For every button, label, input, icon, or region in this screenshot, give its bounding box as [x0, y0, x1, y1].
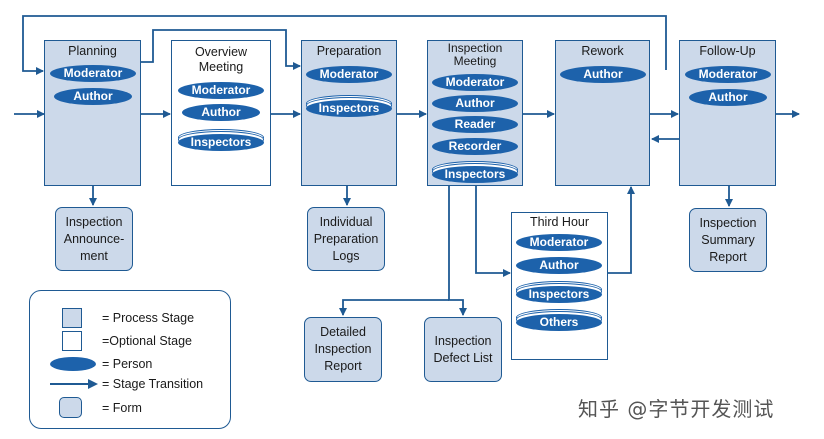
- person-moderator: Moderator: [516, 234, 602, 251]
- stage-inspection-meeting: Inspection Meeting Moderator Author Read…: [427, 40, 523, 186]
- stage-planning-title: Planning: [68, 44, 117, 58]
- others-label: Others: [516, 314, 602, 331]
- legend: = Process Stage =Optional Stage = Person…: [29, 290, 231, 429]
- legend-process-stage: = Process Stage: [30, 307, 230, 329]
- inspectors-group: Inspectors: [178, 129, 264, 151]
- inspectors-group: Inspectors: [306, 95, 392, 117]
- form-defect-list: Inspection Defect List: [424, 317, 502, 382]
- form-inspection-announcement: Inspection Announce-ment: [55, 207, 133, 271]
- form-summary-report: Inspection Summary Report: [689, 208, 767, 272]
- arrow-planning-to-preparation-bypass: [141, 29, 301, 70]
- arrow-inspection-to-defect-list: [448, 186, 467, 316]
- stage-overview-meeting: Overview Meeting Moderator Author Inspec…: [171, 40, 271, 186]
- stage-planning: Planning Moderator Author: [44, 40, 141, 186]
- stage-followup-title: Follow-Up: [699, 44, 756, 58]
- stage-inspection-title: Inspection Meeting: [447, 41, 503, 68]
- legend-form-text: = Form: [102, 401, 142, 415]
- person-author: Author: [432, 95, 518, 112]
- person-author: Author: [182, 104, 260, 121]
- legend-optional-stage-text: =Optional Stage: [102, 334, 192, 348]
- stage-rework-title: Rework: [581, 44, 624, 58]
- form-detailed-report: Detailed Inspection Report: [304, 317, 382, 382]
- person-author: Author: [560, 66, 646, 83]
- person-moderator: Moderator: [685, 66, 771, 83]
- legend-optional-stage: =Optional Stage: [30, 330, 230, 352]
- inspectors-label: Inspectors: [178, 134, 264, 151]
- person-recorder: Recorder: [432, 138, 518, 155]
- optional-stage-swatch: [62, 331, 82, 351]
- arrow-inspection-to-third-hour: [475, 186, 511, 277]
- watermark-text: 知乎 @字节开发测试: [578, 397, 775, 421]
- form-swatch: [59, 397, 82, 418]
- form-preparation-logs: Individual Preparation Logs: [307, 207, 385, 271]
- process-stage-swatch: [62, 308, 82, 328]
- others-group: Others: [516, 309, 602, 331]
- inspectors-group: Inspectors: [432, 161, 518, 183]
- person-author: Author: [689, 89, 767, 106]
- stage-third-hour: Third Hour Moderator Author Inspectors O…: [511, 212, 608, 360]
- legend-transition-text: = Stage Transition: [102, 377, 204, 391]
- inspectors-label: Inspectors: [432, 166, 518, 183]
- person-moderator: Moderator: [306, 66, 392, 83]
- legend-person-text: = Person: [102, 357, 153, 371]
- stage-overview-title: Overview Meeting: [194, 45, 248, 74]
- stage-follow-up: Follow-Up Moderator Author: [679, 40, 776, 186]
- inspectors-group: Inspectors: [516, 281, 602, 303]
- arrow-third-hour-to-rework: [608, 186, 635, 274]
- legend-stage-transition: = Stage Transition: [30, 373, 230, 395]
- inspectors-label: Inspectors: [516, 286, 602, 303]
- arrow-icon: [50, 379, 98, 389]
- stage-rework: Rework Author: [555, 40, 650, 186]
- stage-preparation: Preparation Moderator Inspectors: [301, 40, 397, 186]
- person-moderator: Moderator: [50, 65, 136, 82]
- inspectors-label: Inspectors: [306, 100, 392, 117]
- legend-person: = Person: [30, 353, 230, 375]
- person-reader: Reader: [432, 116, 518, 133]
- arrow-inspection-to-detailed-report: [339, 299, 449, 316]
- person-swatch: [50, 357, 96, 371]
- stage-third-hour-title: Third Hour: [529, 215, 590, 229]
- person-moderator: Moderator: [432, 74, 518, 91]
- person-author: Author: [516, 257, 602, 274]
- person-author: Author: [54, 88, 132, 105]
- arrow-top-loop-to-planning: [22, 15, 667, 75]
- person-moderator: Moderator: [178, 82, 264, 99]
- legend-process-stage-text: = Process Stage: [102, 311, 195, 325]
- stage-preparation-title: Preparation: [316, 44, 382, 58]
- legend-form: = Form: [30, 397, 230, 419]
